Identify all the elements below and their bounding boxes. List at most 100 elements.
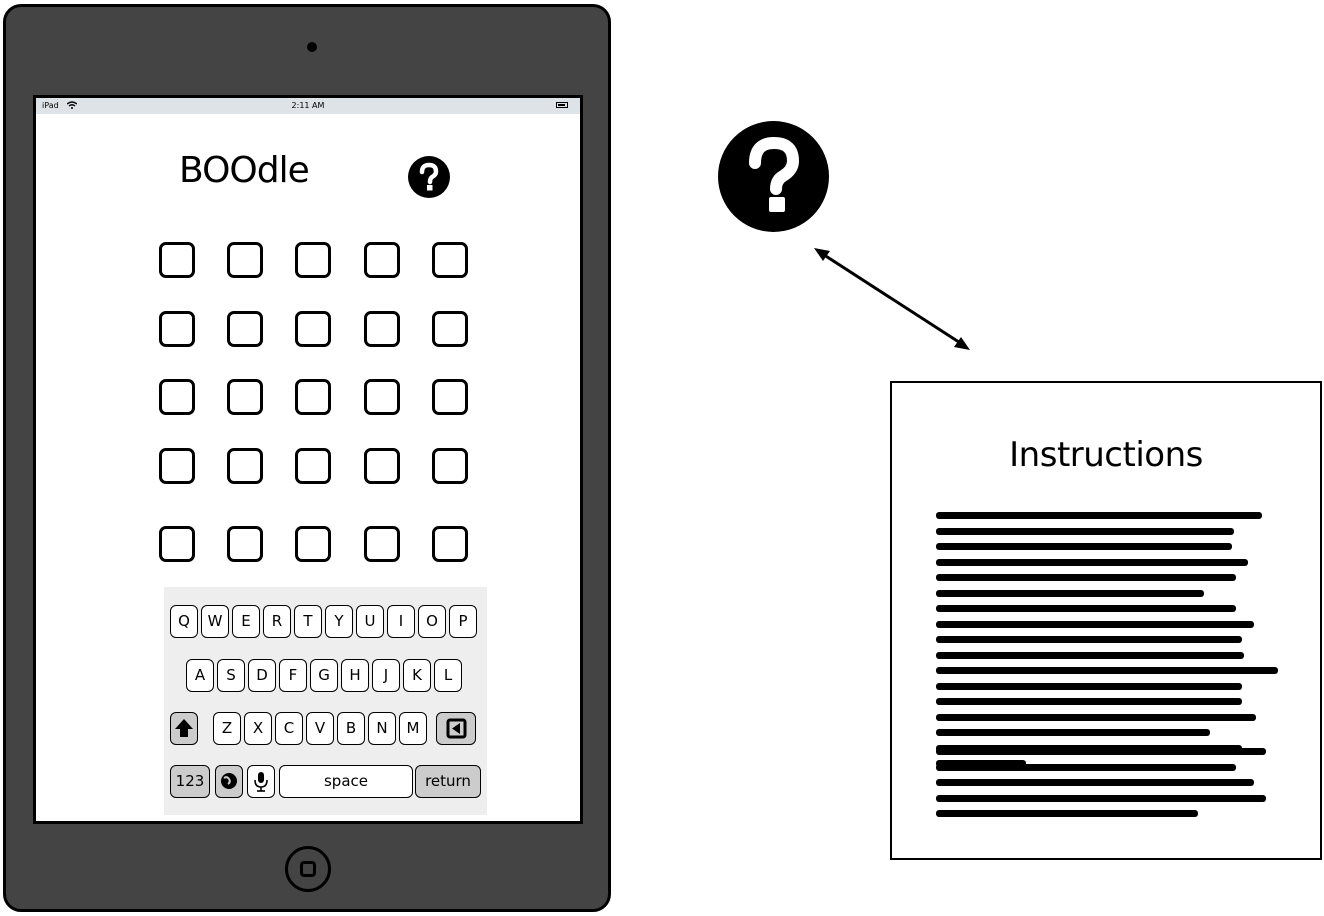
status-time: 2:11 AM <box>291 101 325 110</box>
space-key[interactable]: space <box>279 765 413 798</box>
backspace-icon <box>446 718 467 739</box>
globe-key[interactable] <box>215 765 243 798</box>
key-n[interactable]: N <box>368 712 396 745</box>
microphone-key[interactable] <box>247 765 275 798</box>
key-z[interactable]: Z <box>213 712 241 745</box>
question-circle-icon <box>419 162 439 191</box>
text-line <box>936 667 1278 674</box>
letter-tile <box>364 379 400 415</box>
link-arrow <box>814 248 970 350</box>
question-circle-large-icon <box>718 121 829 232</box>
key-o[interactable]: O <box>418 605 446 638</box>
key-h[interactable]: H <box>341 659 369 692</box>
key-s[interactable]: S <box>217 659 245 692</box>
shift-key[interactable] <box>170 712 198 745</box>
key-q[interactable]: Q <box>170 605 198 638</box>
letter-tile <box>295 526 331 562</box>
status-carrier: iPad <box>42 101 59 110</box>
letter-tile <box>159 448 195 484</box>
letter-tile <box>364 448 400 484</box>
letter-tile <box>159 526 195 562</box>
text-line <box>936 558 1248 566</box>
key-y[interactable]: Y <box>325 605 353 638</box>
microphone-icon <box>254 772 268 792</box>
key-d[interactable]: D <box>248 659 276 692</box>
key-k[interactable]: K <box>403 659 431 692</box>
key-f[interactable]: F <box>279 659 307 692</box>
globe-icon <box>221 773 237 789</box>
text-line <box>936 729 1210 736</box>
key-i[interactable]: I <box>387 605 415 638</box>
text-line <box>936 651 1244 659</box>
letter-tile <box>364 242 400 278</box>
backspace-key[interactable] <box>436 712 476 745</box>
text-line <box>936 527 1234 535</box>
text-line <box>936 620 1254 628</box>
letter-tile <box>227 526 263 562</box>
text-line <box>936 794 1266 802</box>
app-title: BOOdle <box>179 150 310 191</box>
numbers-key[interactable]: 123 <box>170 765 210 798</box>
text-line <box>936 763 1236 771</box>
text-line <box>936 605 1236 612</box>
battery-icon <box>556 102 568 108</box>
instructions-title: Instructions <box>1009 435 1203 475</box>
letter-tile <box>364 526 400 562</box>
key-p[interactable]: P <box>449 605 477 638</box>
key-g[interactable]: G <box>310 659 338 692</box>
text-line <box>936 748 1266 755</box>
letter-tile <box>159 242 195 278</box>
help-button[interactable] <box>408 156 450 198</box>
text-line <box>936 682 1242 690</box>
text-line <box>936 589 1204 597</box>
text-line <box>936 810 1198 817</box>
letter-tile <box>432 311 468 347</box>
home-button[interactable] <box>285 846 331 892</box>
letter-tile <box>432 526 468 562</box>
text-line <box>936 698 1242 705</box>
key-u[interactable]: U <box>356 605 384 638</box>
key-t[interactable]: T <box>294 605 322 638</box>
letter-tile <box>227 379 263 415</box>
key-a[interactable]: A <box>186 659 214 692</box>
letter-tile <box>227 242 263 278</box>
key-w[interactable]: W <box>201 605 229 638</box>
key-e[interactable]: E <box>232 605 260 638</box>
text-line <box>936 713 1256 721</box>
key-v[interactable]: V <box>306 712 334 745</box>
key-j[interactable]: J <box>372 659 400 692</box>
arrow-up-icon <box>175 719 193 737</box>
return-key[interactable]: return <box>415 765 481 798</box>
text-line <box>936 779 1254 786</box>
key-r[interactable]: R <box>263 605 291 638</box>
letter-tile <box>159 311 195 347</box>
wifi-icon <box>67 101 77 109</box>
letter-tile <box>159 379 195 415</box>
text-line <box>936 574 1236 581</box>
text-line <box>936 636 1242 643</box>
key-m[interactable]: M <box>399 712 427 745</box>
letter-tile <box>295 448 331 484</box>
instructions-panel: Instructions <box>890 381 1322 860</box>
letter-tile <box>227 448 263 484</box>
key-c[interactable]: C <box>275 712 303 745</box>
key-l[interactable]: L <box>434 659 462 692</box>
home-button-square-icon <box>300 861 316 877</box>
text-line <box>936 543 1232 550</box>
letter-tile <box>432 448 468 484</box>
letter-tile <box>295 242 331 278</box>
letter-tile <box>227 311 263 347</box>
status-bar: iPad 2:11 AM <box>36 98 580 114</box>
letter-tile <box>364 311 400 347</box>
letter-tile <box>432 379 468 415</box>
key-x[interactable]: X <box>244 712 272 745</box>
letter-tile <box>432 242 468 278</box>
letter-tile <box>295 311 331 347</box>
letter-tile <box>295 379 331 415</box>
key-b[interactable]: B <box>337 712 365 745</box>
text-line <box>936 512 1262 519</box>
camera-dot <box>307 42 317 52</box>
